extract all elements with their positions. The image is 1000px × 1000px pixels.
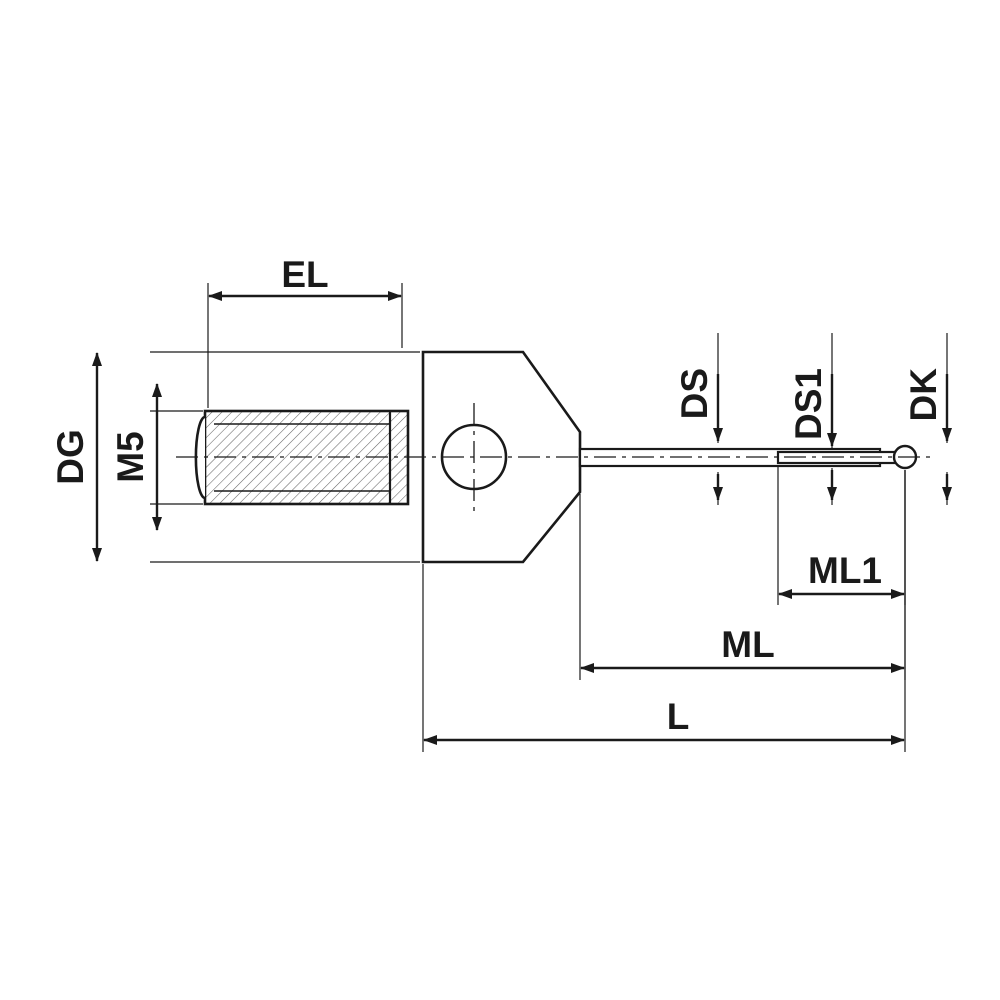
dim-label-L: L: [667, 696, 690, 737]
dim-label-ML: ML: [721, 624, 774, 665]
centre-lines: [176, 403, 930, 512]
dimension-arrows: [92, 291, 952, 745]
dim-label-ML1: ML1: [808, 550, 882, 591]
dim-label-DG: DG: [50, 429, 91, 485]
dim-label-M5: M5: [110, 431, 151, 482]
dim-label-DK: DK: [903, 368, 944, 422]
dim-label-EL: EL: [281, 254, 328, 295]
dim-label-DS: DS: [674, 368, 715, 419]
dimension-labels: EL DG M5 DS DS1 DK ML1 ML L: [50, 254, 944, 737]
dim-label-DS1: DS1: [788, 368, 829, 440]
